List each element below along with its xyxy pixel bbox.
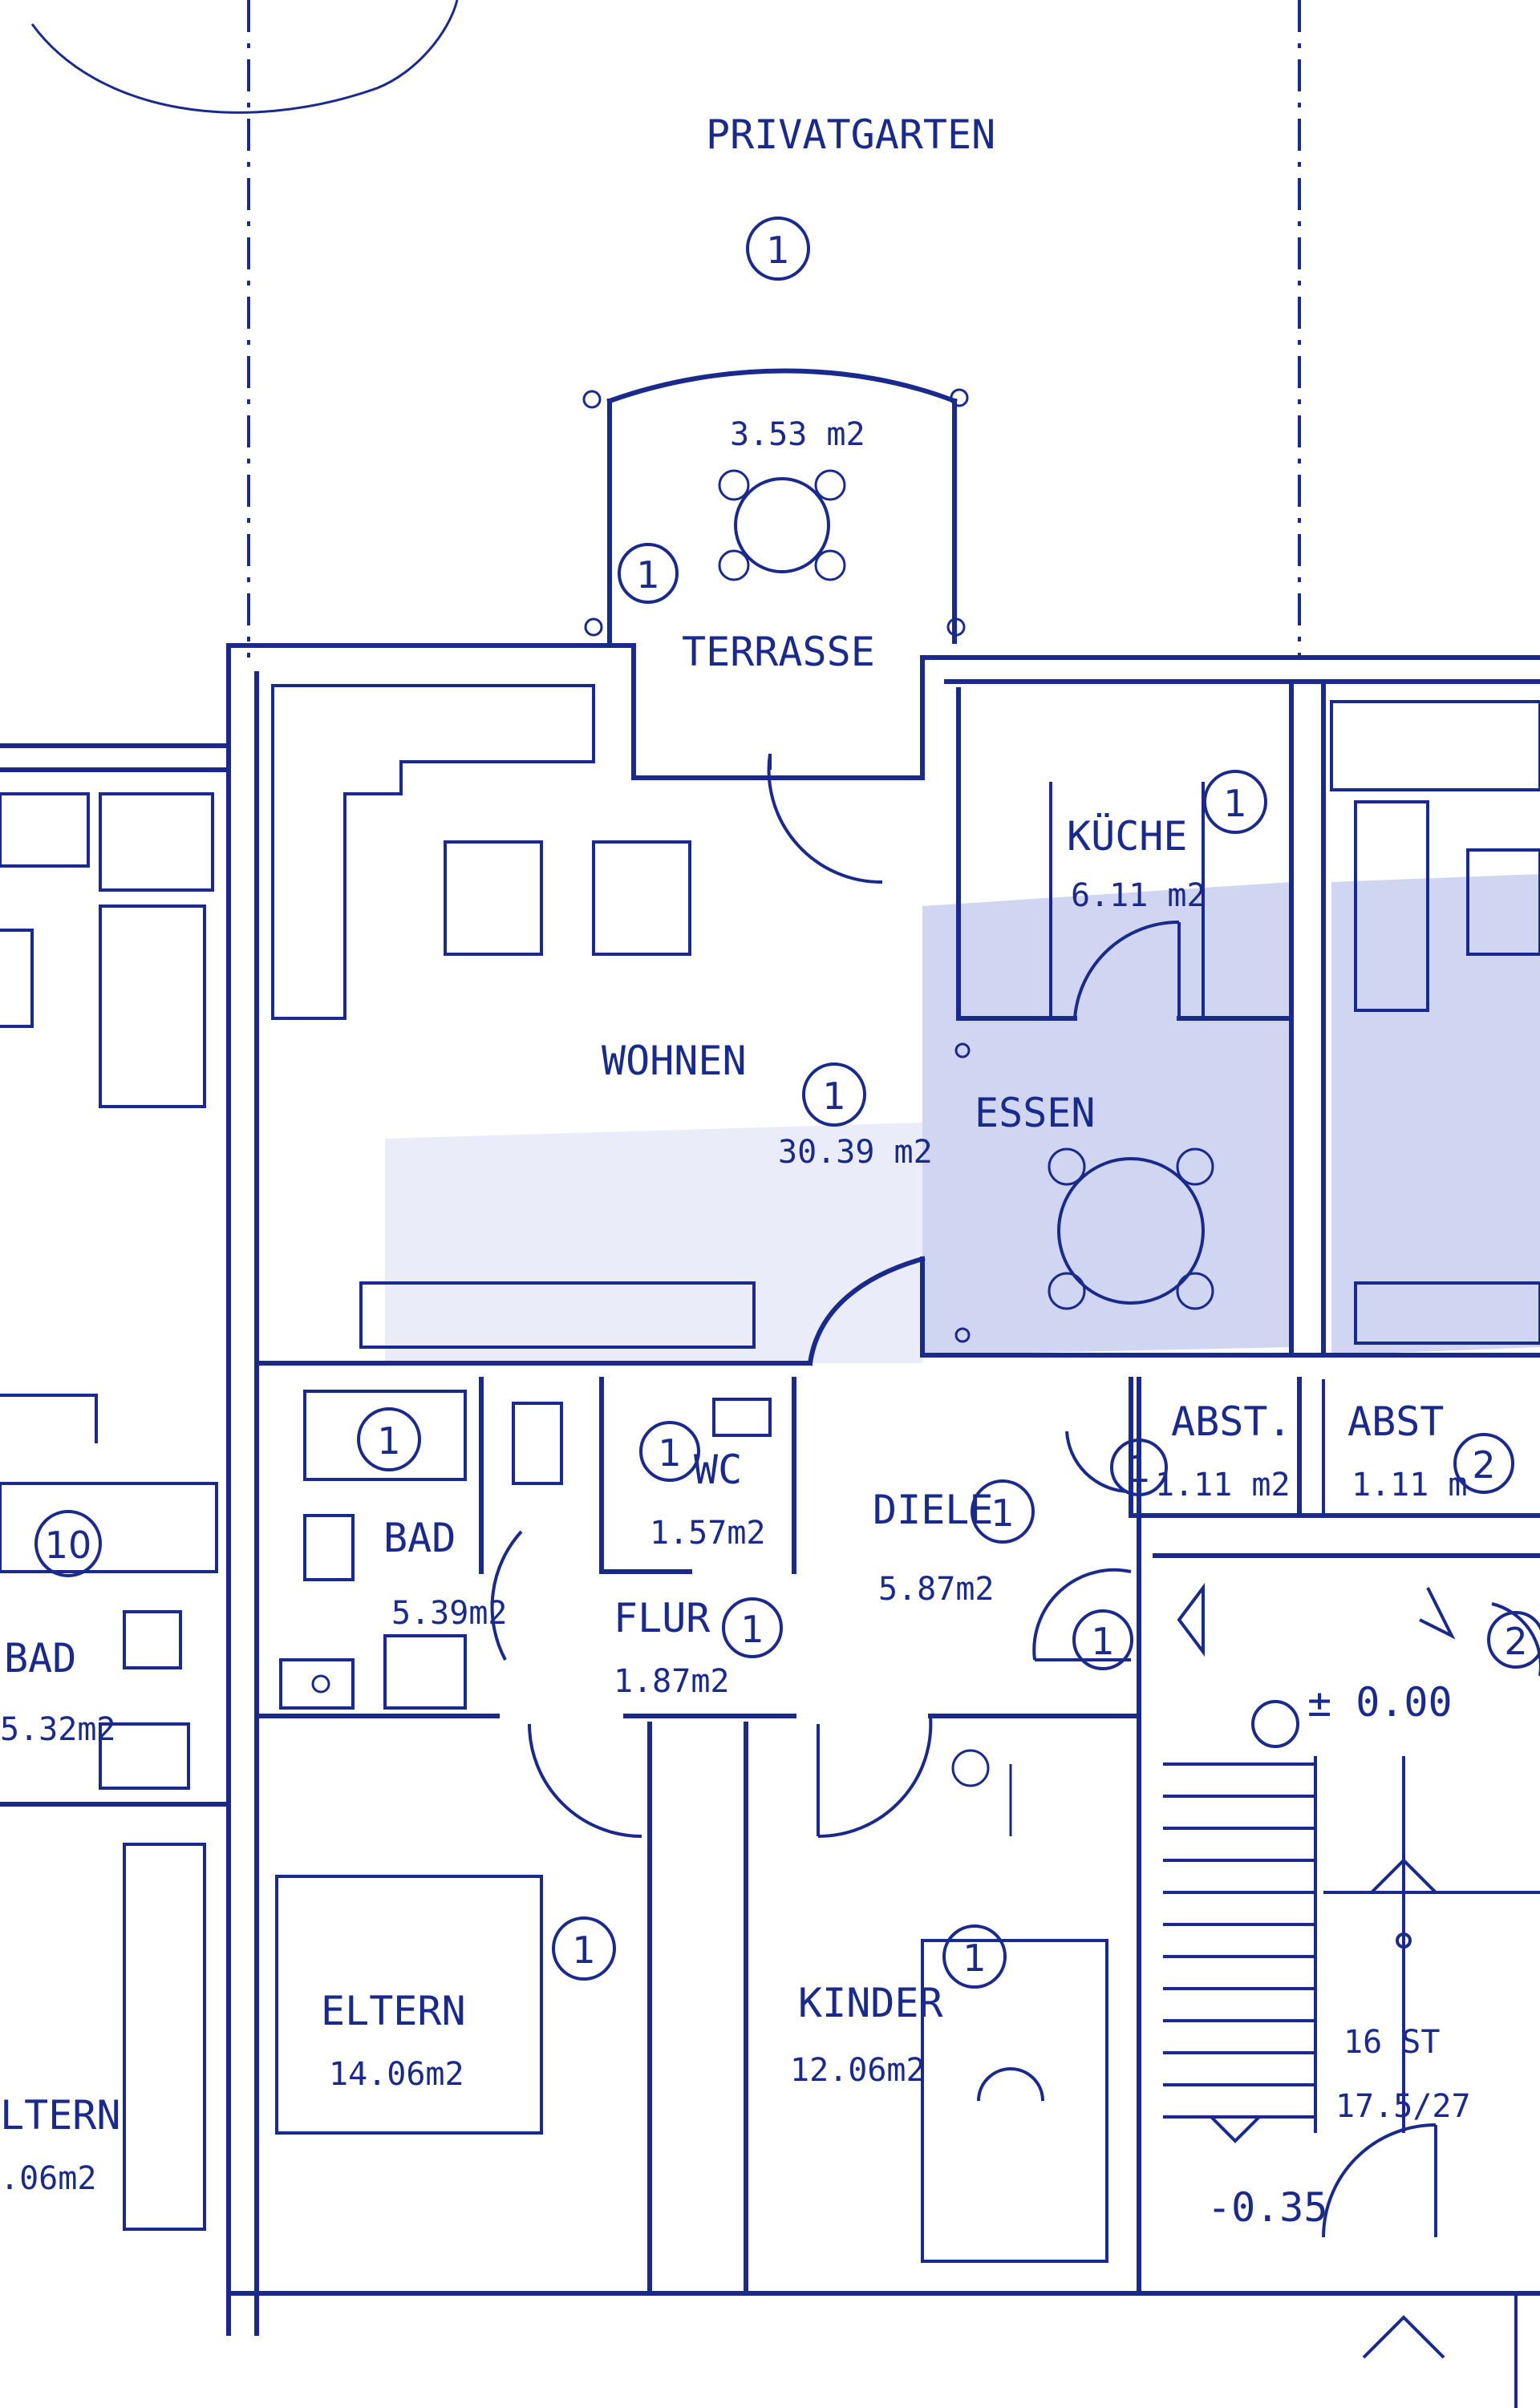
unit-tag-bath: 1 [377, 1419, 400, 1463]
abst1-label: ABST. [1171, 1398, 1292, 1445]
neighbor-eltern-label: LTERN [0, 2092, 121, 2139]
level-lower: -0.35 [1207, 2184, 1328, 2231]
kitchen-area: 6.11 m2 [1071, 877, 1206, 914]
abst1-area: 1.11 m2 [1155, 1467, 1291, 1503]
eltern-area: 14.06m2 [329, 2056, 464, 2093]
hall-doors [817, 1568, 1132, 1839]
neighbor-bath-area: 5.32m2 [0, 1711, 116, 1748]
unit-tag-neighbor-bath: 10 [45, 1524, 92, 1567]
unit-tags: 1 1 1 1 1 1 1 1 1 2 1 2 1 1 10 [34, 217, 1540, 1989]
bath-fixtures [279, 1390, 772, 1838]
neighbor-eltern-area: .06m2 [0, 2160, 96, 2197]
bedroom-furniture [275, 1749, 1108, 2263]
wc-area: 1.57m2 [650, 1515, 766, 1552]
kitchen-label: KÜCHE [1067, 813, 1188, 860]
unit-tag-diele: 1 [991, 1491, 1014, 1535]
unit-tag-living: 1 [822, 1074, 845, 1118]
diele-area: 5.87m2 [878, 1571, 995, 1608]
unit-tag-entry-left: 1 [1091, 1620, 1114, 1663]
terrace-label: TERRASSE [682, 629, 875, 675]
unit-tag-kinder: 1 [962, 1937, 986, 1980]
abst2-area: 1.11 m [1352, 1467, 1468, 1503]
entry-doors [1065, 1431, 1540, 1676]
unit-tag-entry-right: 2 [1504, 1620, 1527, 1663]
unit-tag-garden: 1 [766, 229, 789, 272]
flur-label: FLUR [614, 1595, 711, 1641]
unit-tag-kitchen: 1 [1223, 782, 1246, 825]
level-ground: ± 0.00 [1307, 1679, 1453, 1726]
kinder-label: KINDER [798, 1980, 944, 2026]
unit-tag-abst2: 2 [1472, 1443, 1495, 1487]
abst2-label: ABST [1348, 1398, 1444, 1445]
garden-boundaries [30, 0, 1301, 658]
living-area: 30.39 m2 [778, 1134, 933, 1171]
unit-tag-wc: 1 [658, 1431, 681, 1475]
flur-area: 1.87m2 [614, 1663, 730, 1700]
stairs-steps: 16 ST [1343, 2024, 1440, 2061]
unit-tag-abst1: 1 [1127, 1447, 1150, 1491]
neighbor-bath-label: BAD [4, 1635, 76, 1682]
shaded-dining-area [385, 874, 1540, 1363]
garden-title: PRIVATGARTEN [706, 111, 995, 158]
wc-label: WC [694, 1447, 742, 1493]
unit-tag-terrace: 1 [636, 553, 659, 597]
exterior-walls [0, 643, 1540, 2336]
labels: PRIVATGARTEN 3.53 m2 TERRASSE KÜCHE 6.11… [0, 111, 1471, 2231]
living-label: WOHNEN [602, 1038, 747, 1084]
bath-area: 5.39m2 [391, 1595, 508, 1632]
living-furniture [271, 684, 883, 1349]
kinder-area: 12.06m2 [790, 2052, 926, 2089]
eltern-label: ELTERN [321, 1988, 466, 2034]
unit-tag-eltern: 1 [572, 1928, 595, 1972]
stairwell [1163, 1700, 1540, 2408]
interior-walls [254, 1256, 1540, 2296]
bath-label: BAD [383, 1515, 456, 1561]
dining-table [954, 1042, 1214, 1343]
unit-tag-flur: 1 [740, 1608, 764, 1651]
neighbor-units [0, 700, 1540, 2231]
dining-label: ESSEN [975, 1090, 1096, 1136]
terrace-area: 3.53 m2 [730, 416, 865, 453]
terrace [582, 368, 969, 644]
stairs-ratio: 17.5/27 [1335, 2088, 1471, 2125]
kitchen [956, 687, 1294, 1021]
